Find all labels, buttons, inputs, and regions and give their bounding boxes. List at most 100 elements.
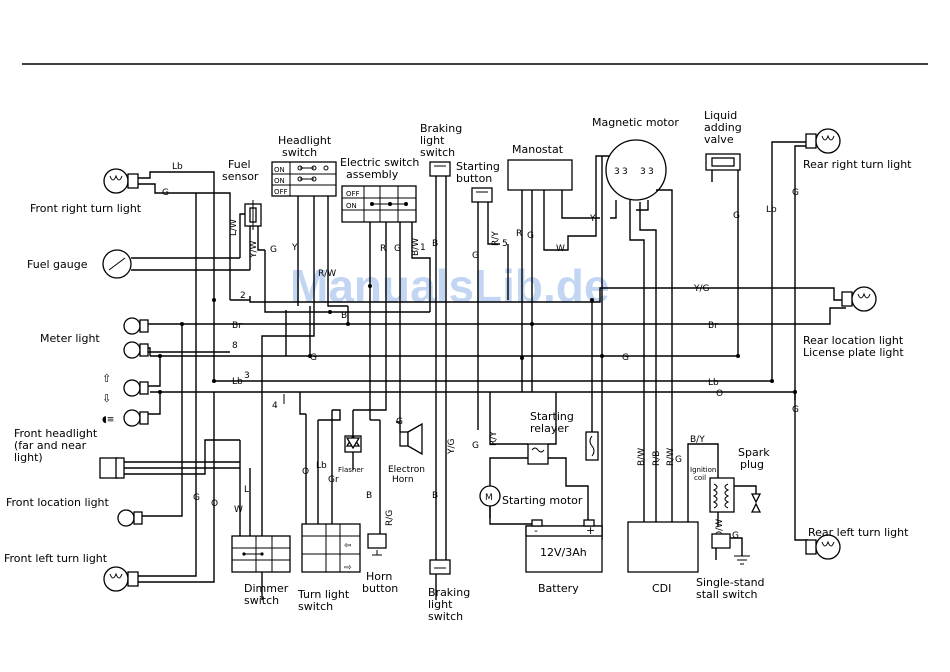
svg-text:G: G — [394, 244, 401, 254]
svg-text:O: O — [211, 499, 218, 509]
svg-text:Y/G: Y/G — [693, 284, 710, 294]
svg-text:1: 1 — [420, 243, 426, 253]
turn-light-switch: ⇦ ⇨ Turn light switch — [297, 410, 361, 613]
svg-text:3: 3 — [648, 167, 654, 177]
svg-text:Y: Y — [291, 243, 298, 253]
svg-text:G: G — [792, 188, 799, 198]
svg-text:button: button — [456, 172, 492, 185]
svg-text:Battery: Battery — [538, 582, 579, 595]
svg-text:Y: Y — [589, 214, 596, 224]
svg-text:CDI: CDI — [652, 582, 671, 595]
svg-text:L: L — [244, 485, 249, 495]
rear-left-turn-light: Rear left turn light — [805, 526, 909, 560]
liquid-adding-valve: Liquid adding valve — [704, 109, 742, 182]
svg-text:R: R — [380, 244, 386, 254]
bulb-icon — [123, 379, 141, 397]
svg-text:Starting: Starting — [530, 410, 574, 423]
svg-text:Horn: Horn — [366, 570, 392, 583]
bulb-icon — [815, 534, 841, 560]
svg-text:Starting: Starting — [456, 160, 500, 173]
svg-text:G: G — [310, 353, 317, 363]
single-stand-stall-switch: Single-stand stall switch — [696, 533, 765, 601]
svg-text:ON: ON — [346, 202, 357, 210]
svg-text:3: 3 — [640, 167, 646, 177]
cdi: CDI — [627, 443, 719, 595]
svg-text:R/W: R/W — [666, 448, 676, 466]
svg-text:OFF: OFF — [274, 188, 288, 196]
svg-text:Front left turn light: Front left turn light — [4, 552, 108, 565]
flasher: Flasher — [338, 410, 364, 474]
svg-text:adding: adding — [704, 121, 742, 134]
svg-text:stall switch: stall switch — [696, 588, 758, 601]
svg-text:switch: switch — [244, 594, 279, 607]
svg-text:G: G — [527, 231, 534, 241]
svg-text:R/W: R/W — [318, 269, 336, 279]
svg-text:Gr: Gr — [328, 475, 339, 485]
svg-text:plug: plug — [740, 458, 764, 471]
svg-text:W: W — [556, 244, 565, 254]
svg-text:R/Y: R/Y — [491, 231, 501, 246]
svg-text:G: G — [396, 417, 403, 427]
svg-text:L/W: L/W — [229, 219, 239, 236]
svg-text:ON: ON — [274, 166, 285, 174]
bulb-icon — [851, 286, 877, 312]
svg-text:Electron: Electron — [388, 465, 425, 475]
meter-lights: Meter light ⇧ ⇩ ◖≡ — [40, 317, 230, 427]
svg-text:Front location light: Front location light — [6, 496, 110, 509]
svg-text:switch: switch — [298, 600, 333, 613]
svg-text:Ignition: Ignition — [690, 466, 716, 474]
svg-text:light: light — [420, 134, 445, 147]
svg-text:G: G — [792, 405, 799, 415]
svg-text:Headlight: Headlight — [278, 134, 332, 147]
bulb-icon — [815, 128, 841, 154]
front-right-turn-light-label: Front right turn light — [30, 202, 142, 215]
braking-light-switch-top: Braking light switch — [420, 122, 462, 600]
down-arrow-icon: ⇩ — [102, 392, 111, 405]
svg-text:G: G — [472, 251, 479, 261]
svg-text:assembly: assembly — [346, 168, 399, 181]
front-headlight: Front headlight (far and near light) — [14, 427, 240, 479]
svg-text:switch: switch — [282, 146, 317, 159]
svg-text:relayer: relayer — [530, 422, 569, 435]
bulb-icon — [123, 341, 141, 359]
svg-text:O: O — [302, 467, 309, 477]
starting-motor: M Starting motor — [479, 485, 583, 518]
svg-text:Rear right turn light: Rear right turn light — [803, 158, 912, 171]
svg-text:G: G — [162, 188, 169, 198]
svg-text:O: O — [716, 389, 723, 399]
high-beam-icon: ◖≡ — [102, 415, 114, 425]
front-right-turn-light: Front right turn light — [30, 168, 200, 215]
svg-text:R/B: R/B — [652, 451, 662, 466]
svg-text:R: R — [516, 229, 522, 239]
fuel-sensor: Fuel sensor — [222, 158, 265, 270]
starting-button: Starting button — [456, 160, 500, 430]
rear-location-light: Rear location light License plate light — [803, 286, 904, 359]
svg-text:Lb: Lb — [766, 205, 777, 215]
horn-button: Horn button — [362, 420, 398, 595]
svg-text:Br: Br — [708, 321, 718, 331]
electric-switch-assembly: OFF ON Electric switch assembly — [340, 156, 431, 422]
svg-text:G: G — [733, 211, 740, 221]
bulb-icon — [103, 566, 129, 592]
headlight-switch: ON ON OFF Headlight switch — [261, 134, 348, 600]
svg-text:Lb: Lb — [316, 461, 327, 471]
starting-relayer: Starting relayer — [489, 392, 589, 525]
svg-text:Rear location light: Rear location light — [803, 334, 904, 347]
bulb-icon — [117, 509, 135, 527]
svg-text:Y/W: Y/W — [249, 240, 259, 259]
svg-text:coil: coil — [694, 474, 706, 482]
up-arrow-icon: ⇧ — [102, 372, 111, 385]
svg-text:Lb: Lb — [708, 378, 719, 388]
ignition-coil: Ignition coil — [690, 466, 757, 526]
dimmer-switch: Dimmer switch — [231, 440, 291, 607]
fuel-gauge-label: Fuel gauge — [27, 258, 88, 271]
svg-text:4: 4 — [272, 401, 278, 411]
svg-text:OFF: OFF — [346, 190, 360, 198]
svg-text:switch: switch — [428, 610, 463, 623]
svg-text:⇦: ⇦ — [344, 541, 352, 551]
front-left-turn-light: Front left turn light — [4, 193, 215, 592]
svg-text:ON: ON — [274, 177, 285, 185]
svg-text:3: 3 — [622, 167, 628, 177]
svg-text:+: + — [586, 524, 595, 537]
svg-text:Braking: Braking — [420, 122, 462, 135]
